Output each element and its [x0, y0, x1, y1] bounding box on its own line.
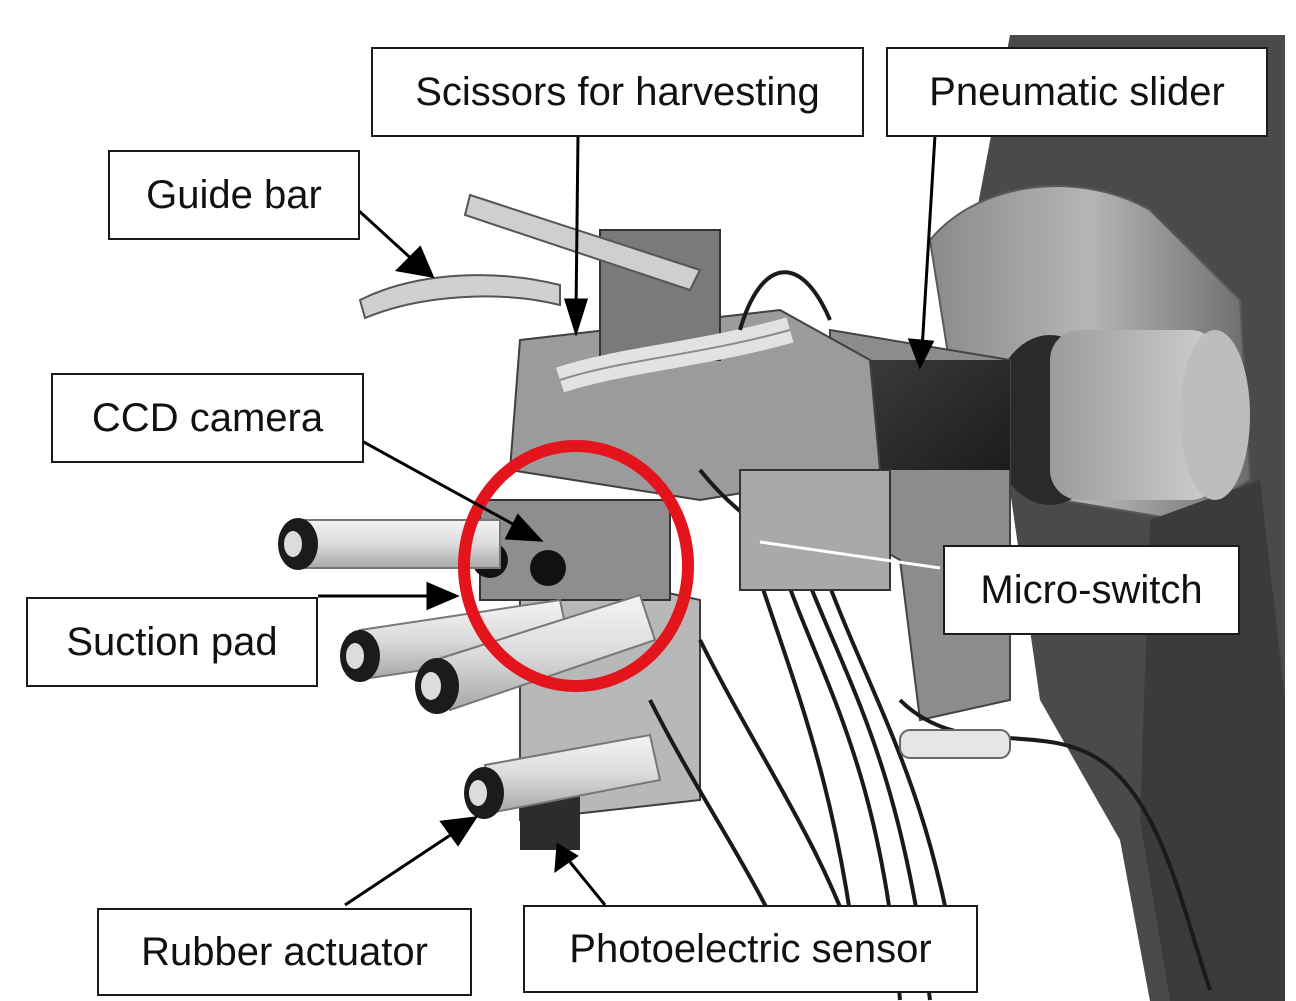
label-rubber-actuator: Rubber actuator [97, 908, 472, 996]
arrow-ccd-camera-head [504, 513, 544, 542]
guide-bar-rod [358, 274, 561, 320]
arrow-guide-bar [356, 208, 417, 264]
suction-tube-3 [415, 593, 657, 714]
air-hose-edge [559, 329, 791, 381]
label-guide-bar: Guide bar [108, 150, 360, 240]
label-pneumatic-slider: Pneumatic slider [886, 47, 1268, 137]
arrow-suction-pad-head [426, 581, 460, 611]
suction-tube-4 [464, 733, 662, 819]
arrow-rubber-actuator-head [439, 816, 479, 847]
arrow-pneumatic-slider-head [907, 338, 935, 370]
arrow-photoelectric-sensor-head [554, 842, 579, 874]
motor-body [1050, 330, 1220, 500]
arrow-scissors [574, 134, 580, 313]
upper-rod [463, 193, 702, 292]
arrows [318, 134, 941, 907]
camera-lens-2 [530, 550, 566, 586]
suction-tube-2 [340, 598, 572, 682]
micro-switch-body [739, 469, 891, 591]
arrow-micro-switch [759, 540, 941, 570]
label-photoelectric-sensor: Photoelectric sensor [523, 905, 978, 993]
arrow-pneumatic-slider [920, 134, 937, 351]
cable-tie [899, 729, 1011, 759]
camera-block [479, 499, 671, 601]
label-suction-pad: Suction pad [26, 597, 318, 687]
arrow-rubber-actuator [344, 830, 456, 907]
suction-tube-1 [278, 518, 501, 570]
label-scissors-for-harvesting: Scissors for harvesting [371, 47, 864, 137]
highlight-circle [458, 440, 694, 692]
arrow-photoelectric-sensor [568, 861, 607, 906]
motor-face [1180, 330, 1250, 500]
arrow-scissors-head [563, 298, 589, 338]
label-ccd-camera: CCD camera [51, 373, 364, 463]
pneumatic-slider-body [870, 360, 1010, 470]
label-micro-switch: Micro-switch [943, 545, 1240, 635]
arrow-guide-bar-head [394, 245, 435, 278]
arrow-ccd-camera [359, 438, 521, 530]
